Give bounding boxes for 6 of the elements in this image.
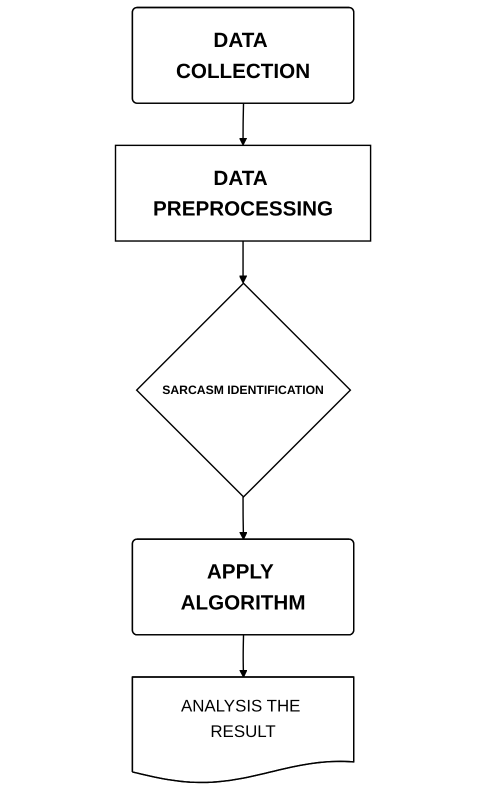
arrow — [239, 496, 248, 540]
arrow — [238, 104, 248, 146]
arrow — [239, 635, 248, 678]
node-diamond: SARCASM IDENTIFICATION — [136, 282, 352, 498]
arrow — [238, 241, 248, 284]
node-box: DATA PREPROCESSING — [114, 144, 372, 242]
